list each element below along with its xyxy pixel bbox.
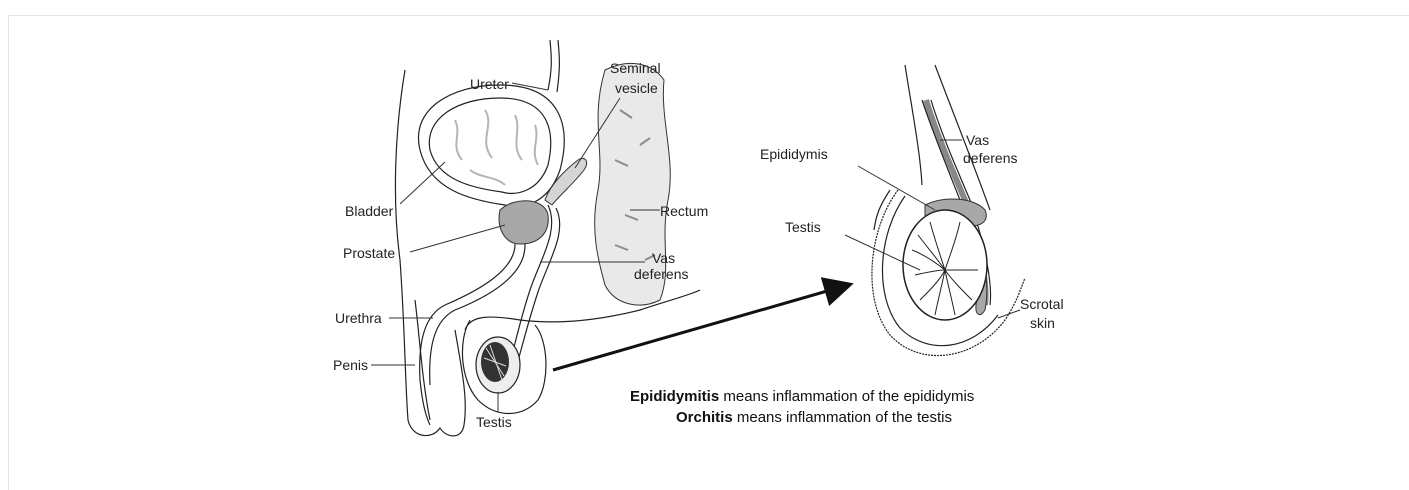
caption-line-1: Epididymitis means inflammation of the e… [630, 388, 974, 405]
caption-orchitis-definition: means inflammation of the testis [733, 409, 952, 426]
label-prostate: Prostate [343, 245, 395, 261]
ureter-2 [557, 40, 559, 92]
label-scrotal-skin-1: Scrotal [1020, 296, 1064, 312]
label-testis-left: Testis [476, 414, 512, 430]
testis-detail-illustration [845, 65, 1025, 356]
bladder-inner [429, 98, 550, 193]
leader-bladder [400, 162, 445, 204]
caption-epididymitis-term: Epididymitis [630, 388, 719, 405]
label-seminal-vesicle-2: vesicle [615, 80, 658, 96]
male-reproductive-illustration [371, 40, 700, 436]
leader-scrotal-skin [998, 310, 1020, 318]
label-bladder: Bladder [345, 203, 394, 219]
testis-right-shape [903, 210, 987, 320]
leader-epididymis [858, 166, 935, 210]
label-vas-deferens-left-2: deferens [634, 266, 688, 282]
label-testis-right: Testis [785, 219, 821, 235]
label-seminal-vesicle-1: Seminal [610, 60, 661, 76]
bladder-folds [455, 110, 538, 185]
ureter [548, 40, 551, 90]
zoom-arrow [553, 285, 848, 370]
label-vas-deferens-right-1: Vas [966, 132, 989, 148]
label-penis: Penis [333, 357, 368, 373]
caption-line-2: Orchitis means inflammation of the testi… [676, 409, 952, 426]
label-urethra: Urethra [335, 310, 382, 326]
caption-epididymitis-definition: means inflammation of the epididymis [719, 388, 974, 405]
cord-left-edge [905, 65, 922, 185]
seminal-vesicle [545, 158, 587, 205]
prostate [499, 201, 548, 244]
caption-orchitis-term: Orchitis [676, 409, 733, 426]
scrotal-fold [874, 190, 890, 230]
label-epididymis: Epididymis [760, 146, 828, 162]
bladder-outer [418, 85, 564, 207]
label-ureter: Ureter [470, 76, 509, 92]
urethra-tube [420, 244, 515, 425]
leader-prostate [410, 225, 505, 252]
label-rectum: Rectum [660, 203, 708, 219]
label-vas-deferens-left-1: Vas [652, 250, 675, 266]
label-vas-deferens-right-2: deferens [963, 150, 1017, 166]
perineum-outline [465, 290, 700, 330]
label-scrotal-skin-2: skin [1030, 315, 1055, 331]
